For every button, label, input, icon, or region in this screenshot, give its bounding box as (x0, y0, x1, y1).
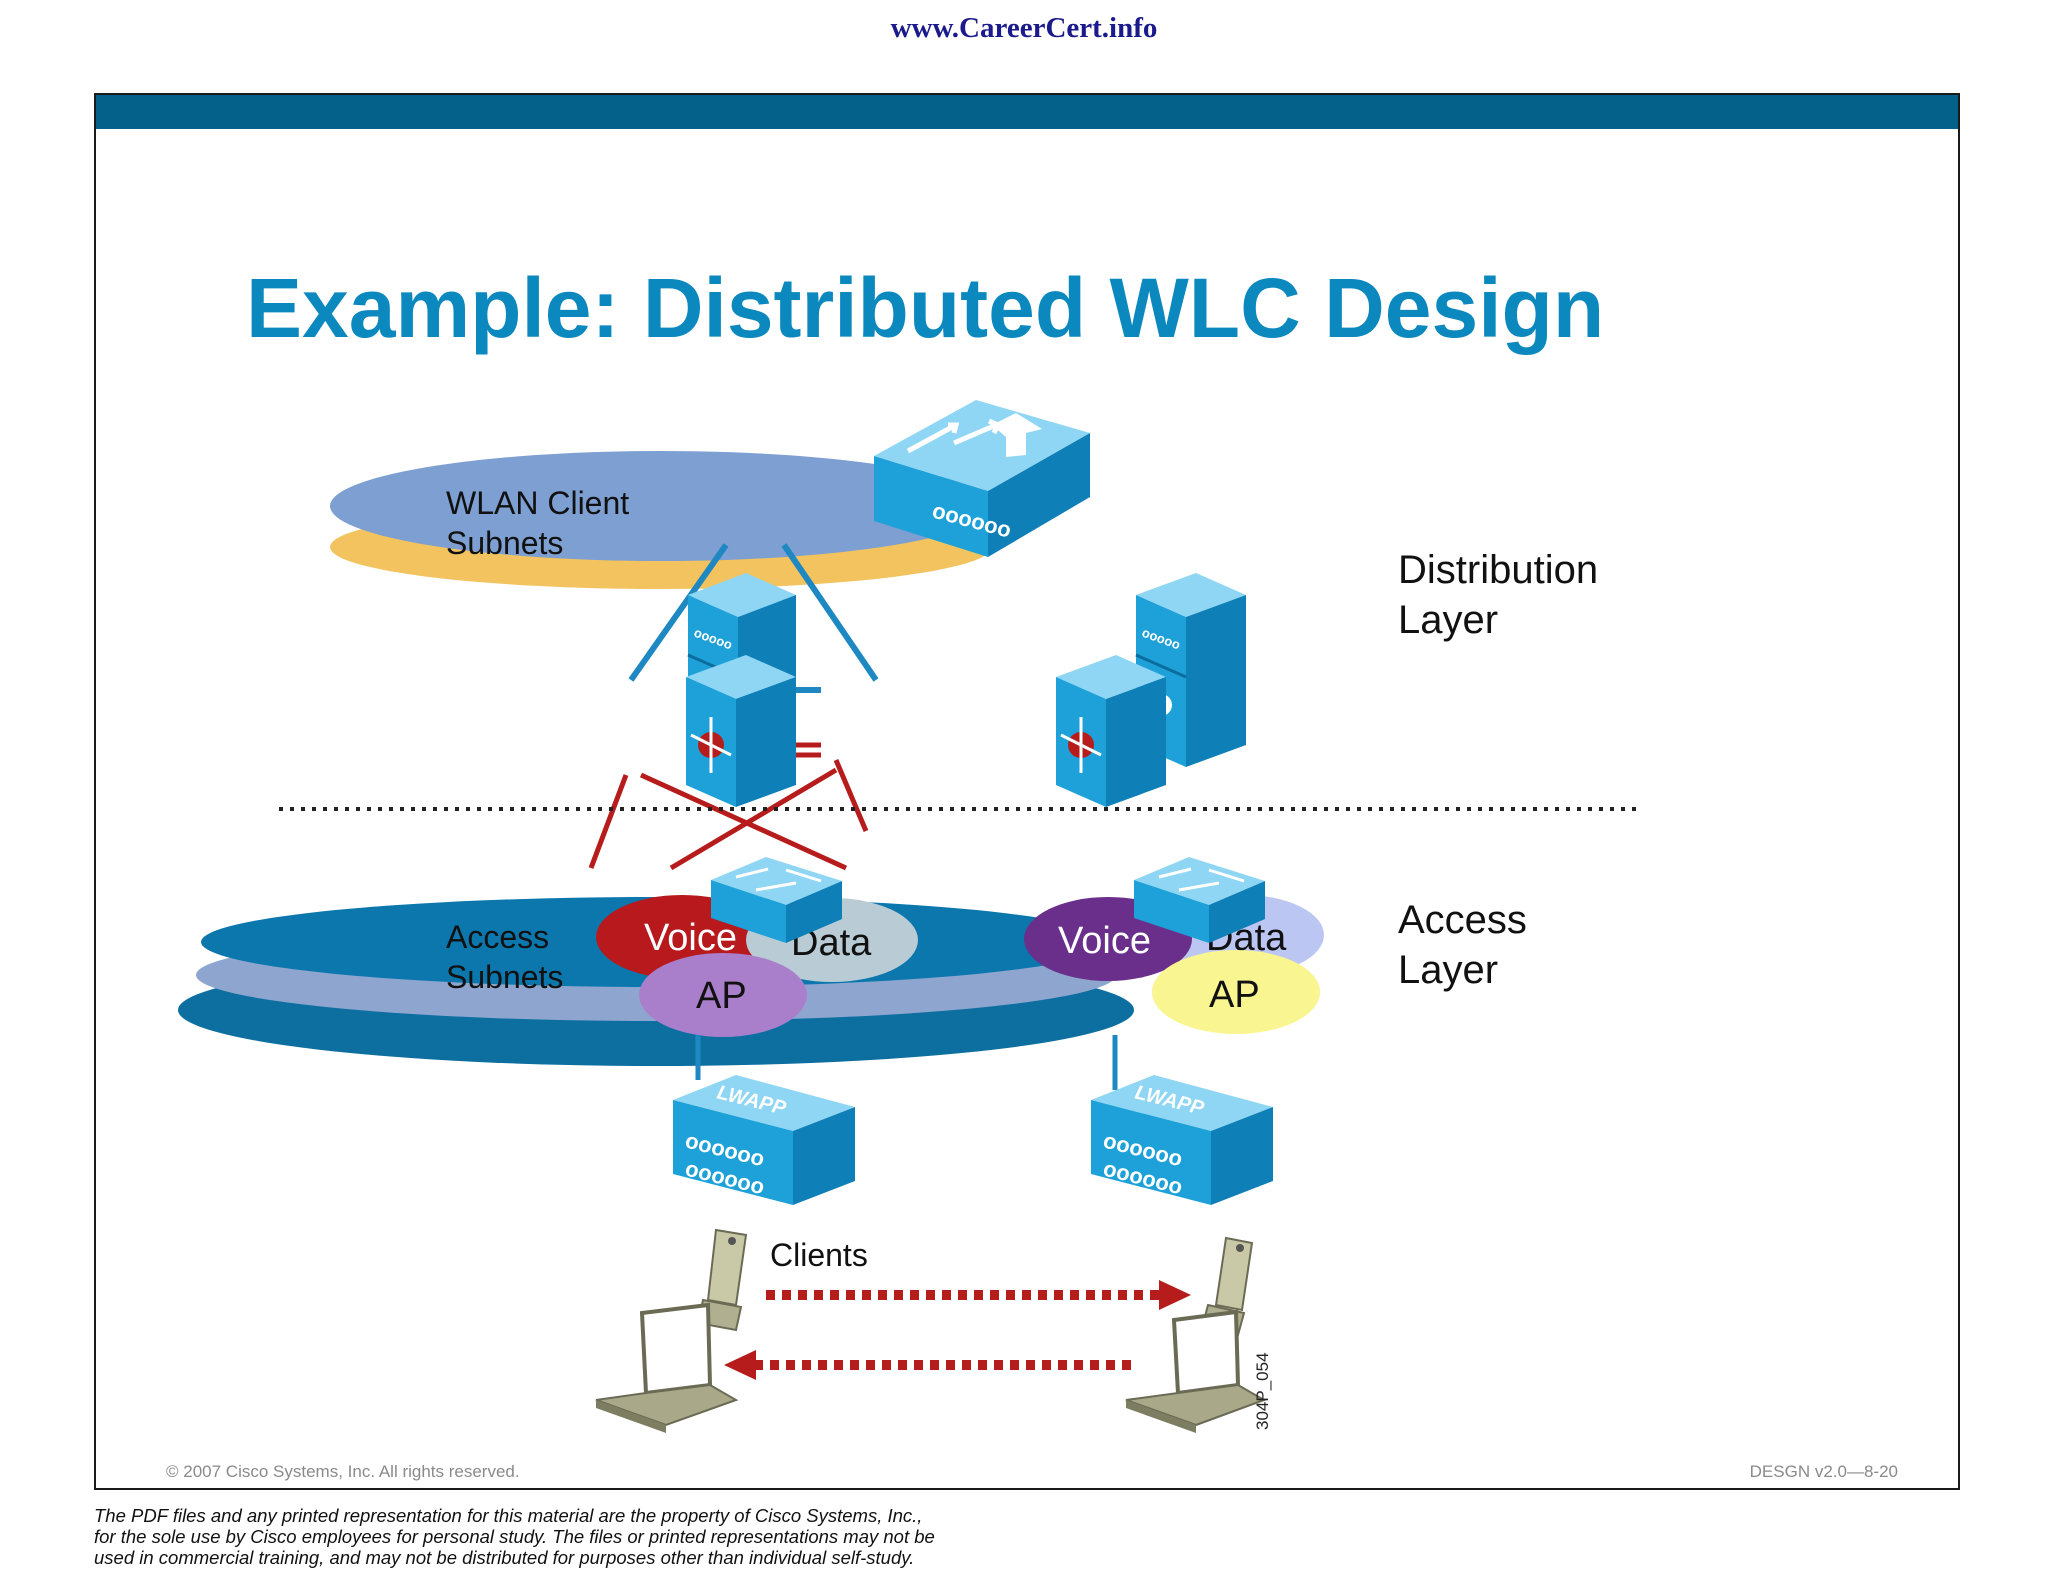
disclaimer-line-3: used in commercial training, and may not… (94, 1547, 915, 1568)
access-switch-left-icon (711, 857, 842, 943)
left-voice-text: Voice (644, 917, 737, 959)
slide: Example: Distributed WLC Design (94, 93, 1960, 1490)
distribution-switch-left-icon (686, 655, 796, 807)
disclaimer-line-2: for the sole use by Cisco employees for … (94, 1526, 935, 1547)
site-url[interactable]: www.CareerCert.info (890, 12, 1158, 44)
lwapp-ap-left-icon: LWAPP oooooo oooooo (673, 1075, 855, 1205)
client-traffic-arrow-left (724, 1350, 1131, 1380)
wlan-client-subnets-label: WLAN Client Subnets (446, 485, 630, 561)
right-voice-text: Voice (1058, 920, 1151, 962)
access-switch-right-icon (1134, 857, 1265, 943)
slide-header-bar (96, 95, 1958, 129)
copyright-notice: © 2007 Cisco Systems, Inc. All rights re… (166, 1462, 520, 1481)
course-code: DESGN v2.0—8-20 (1749, 1462, 1898, 1481)
core-switch-icon: oooooo (874, 400, 1090, 557)
slide-title: Example: Distributed WLC Design (246, 261, 1605, 355)
distribution-switch-right-icon (1056, 655, 1166, 807)
clients-label: Clients (770, 1237, 868, 1273)
distribution-layer-label: Distribution Layer (1398, 548, 1599, 642)
disclaimer-line-1: The PDF files and any printed representa… (94, 1505, 923, 1526)
client-traffic-arrow-right (766, 1280, 1191, 1310)
right-ap-text: AP (1209, 974, 1260, 1016)
wlan-subnet-ellipse-blue (330, 451, 992, 561)
laptop-left-icon (595, 1302, 739, 1433)
access-subnets-label: Access Subnets (446, 919, 564, 995)
left-ap-text: AP (696, 975, 747, 1017)
access-layer-label: Access Layer (1398, 898, 1527, 992)
figure-id: 304P_054 (1253, 1352, 1272, 1430)
laptop-right-icon (1125, 1309, 1267, 1433)
right-ap-bubble: AP (1152, 950, 1320, 1034)
lwapp-ap-right-icon: LWAPP oooooo oooooo (1091, 1075, 1273, 1205)
network-diagram: oooooo ooooo ooo (178, 400, 1636, 1433)
left-ap-bubble: AP (639, 953, 807, 1037)
disclaimer: The PDF files and any printed representa… (94, 1505, 1194, 1568)
